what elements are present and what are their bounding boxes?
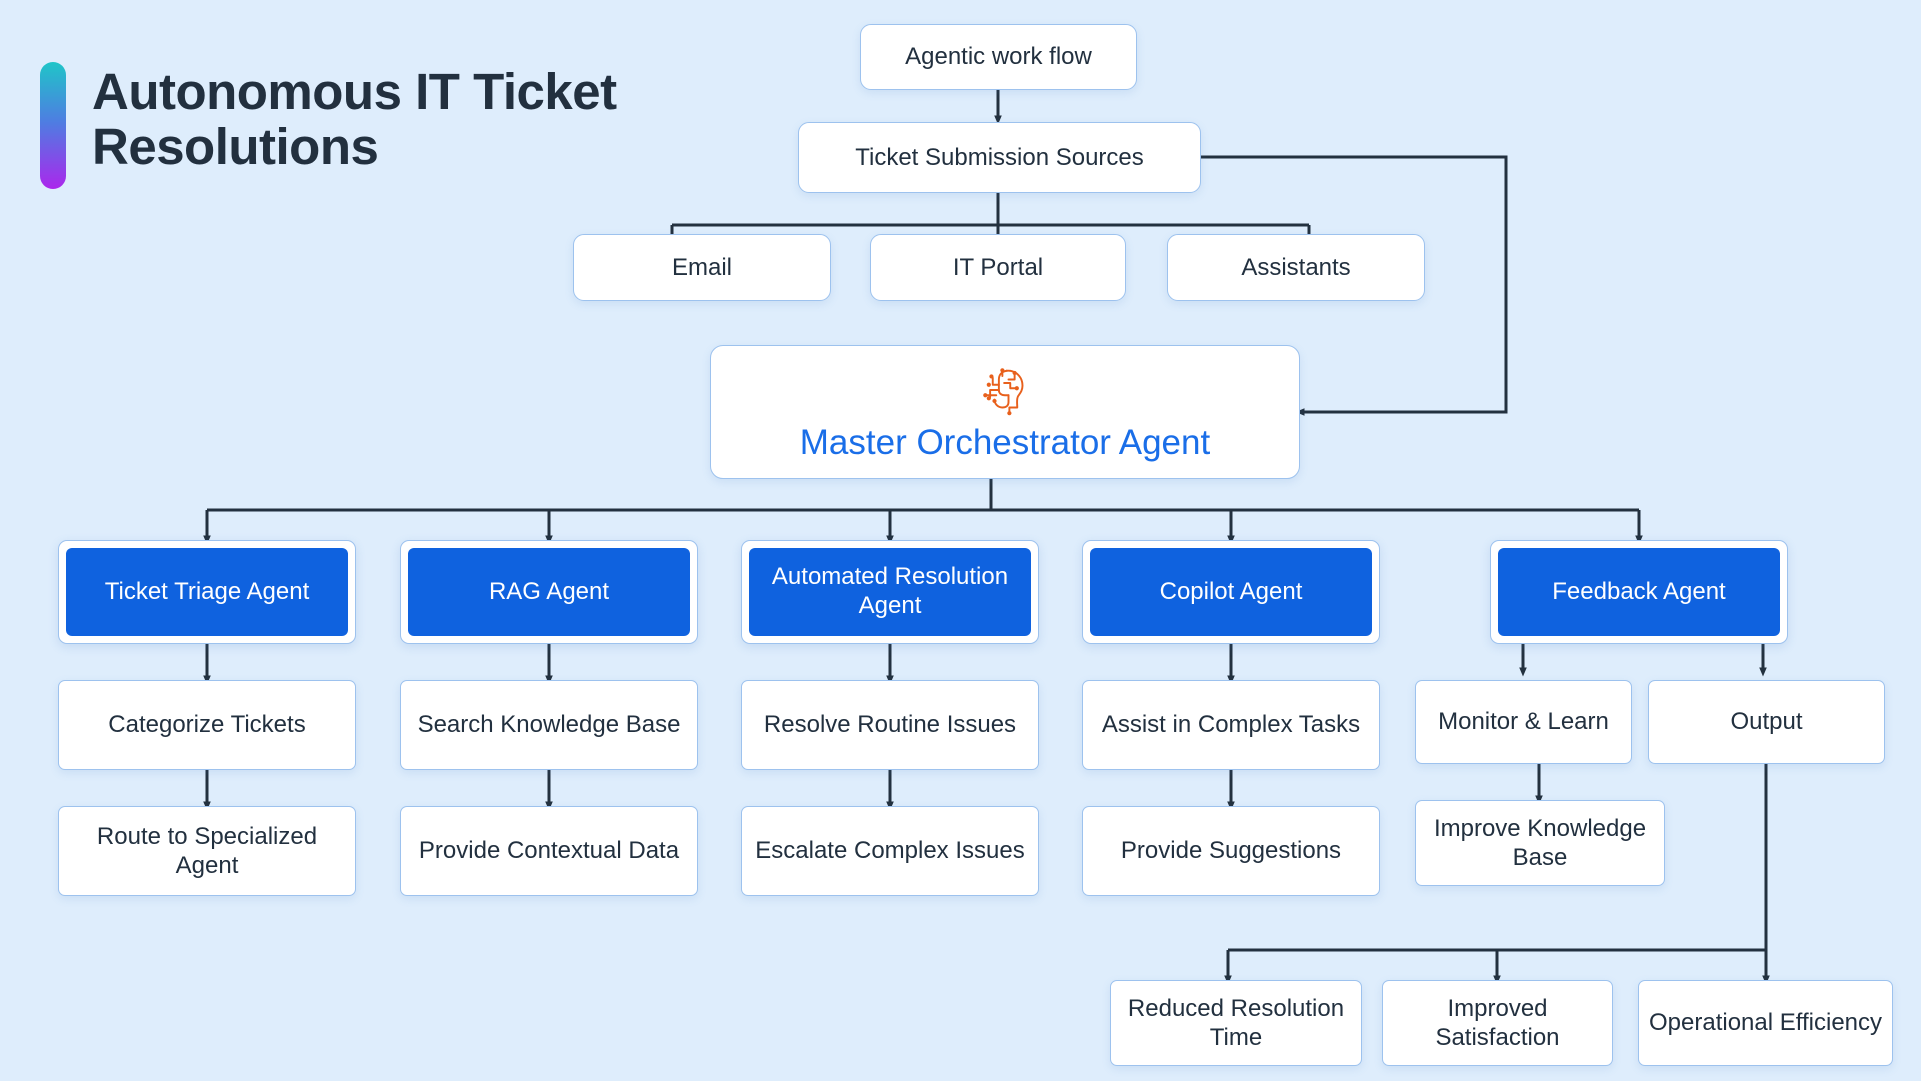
node-label: Email (671, 253, 732, 281)
node-label: Monitor & Learn (1438, 708, 1609, 736)
node-search-knowledge-base[interactable]: Search Knowledge Base (400, 680, 698, 770)
node-ticket-triage-agent[interactable]: Ticket Triage Agent (58, 540, 356, 644)
node-label: Output (1730, 708, 1803, 736)
node-label: Assistants (1241, 253, 1351, 281)
node-ticket-submission-sources[interactable]: Ticket Submission Sources (798, 122, 1201, 193)
node-monitor-and-learn[interactable]: Monitor & Learn (1415, 680, 1632, 764)
node-label: Improved Satisfaction (1435, 994, 1560, 1051)
node-feedback-agent[interactable]: Feedback Agent (1490, 540, 1788, 644)
node-copilot-agent[interactable]: Copilot Agent (1082, 540, 1380, 644)
node-label-wrap: Automated Resolution Agent (749, 548, 1031, 636)
node-assist-in-complex-tasks[interactable]: Assist in Complex Tasks (1082, 680, 1380, 770)
node-label: Operational Efficiency (1649, 1009, 1883, 1037)
node-label: Assist in Complex Tasks (1101, 711, 1361, 739)
node-label-wrap: Ticket Triage Agent (66, 548, 348, 636)
node-label: IT Portal (952, 253, 1044, 281)
page-title: Autonomous IT Ticket Resolutions (40, 62, 617, 189)
node-label: Improve Knowledge Base (1433, 814, 1647, 871)
node-it-portal[interactable]: IT Portal (870, 234, 1126, 301)
node-improve-knowledge-base[interactable]: Improve Knowledge Base (1415, 800, 1665, 886)
node-label: Resolve Routine Issues (763, 711, 1017, 739)
node-label: Ticket Triage Agent (104, 577, 310, 605)
node-operational-efficiency[interactable]: Operational Efficiency (1638, 980, 1893, 1066)
node-email[interactable]: Email (573, 234, 831, 301)
node-label: Ticket Submission Sources (855, 143, 1144, 171)
ai-brain-head-icon (983, 367, 1024, 416)
node-label-wrap: Feedback Agent (1498, 548, 1780, 636)
node-label-wrap: Copilot Agent (1090, 548, 1372, 636)
title-accent-bar (40, 62, 66, 189)
node-resolve-routine-issues[interactable]: Resolve Routine Issues (741, 680, 1039, 770)
node-label: Automated Resolution Agent (771, 563, 1009, 619)
node-label: Reduced Resolution Time (1127, 994, 1345, 1051)
node-output[interactable]: Output (1648, 680, 1885, 764)
node-improved-satisfaction[interactable]: Improved Satisfaction (1382, 980, 1613, 1066)
node-categorize-tickets[interactable]: Categorize Tickets (58, 680, 356, 770)
node-rag-agent[interactable]: RAG Agent (400, 540, 698, 644)
node-label: Feedback Agent (1552, 577, 1726, 605)
node-label: Escalate Complex Issues (755, 837, 1025, 865)
node-label: Copilot Agent (1159, 577, 1303, 605)
node-label: Provide Contextual Data (418, 837, 680, 865)
node-label: Master Orchestrator Agent (799, 422, 1211, 462)
node-route-to-specialized-agent[interactable]: Route to Specialized Agent (58, 806, 356, 896)
node-agentic-work-flow[interactable]: Agentic work flow (860, 24, 1137, 90)
node-automated-resolution-agent[interactable]: Automated Resolution Agent (741, 540, 1039, 644)
node-label: Search Knowledge Base (417, 711, 681, 739)
node-label: RAG Agent (488, 577, 610, 605)
node-escalate-complex-issues[interactable]: Escalate Complex Issues (741, 806, 1039, 896)
node-label-wrap: RAG Agent (408, 548, 690, 636)
node-label: Provide Suggestions (1120, 837, 1342, 865)
node-label: Agentic work flow (905, 43, 1092, 71)
node-assistants[interactable]: Assistants (1167, 234, 1425, 301)
title-text: Autonomous IT Ticket Resolutions (92, 63, 617, 176)
node-label: Categorize Tickets (108, 711, 306, 739)
node-reduced-resolution-time[interactable]: Reduced Resolution Time (1110, 980, 1362, 1066)
node-provide-suggestions[interactable]: Provide Suggestions (1082, 806, 1380, 896)
node-master-orchestrator-agent[interactable]: Master Orchestrator Agent (710, 345, 1300, 479)
node-label: Route to Specialized Agent (96, 822, 318, 879)
node-provide-contextual-data[interactable]: Provide Contextual Data (400, 806, 698, 896)
